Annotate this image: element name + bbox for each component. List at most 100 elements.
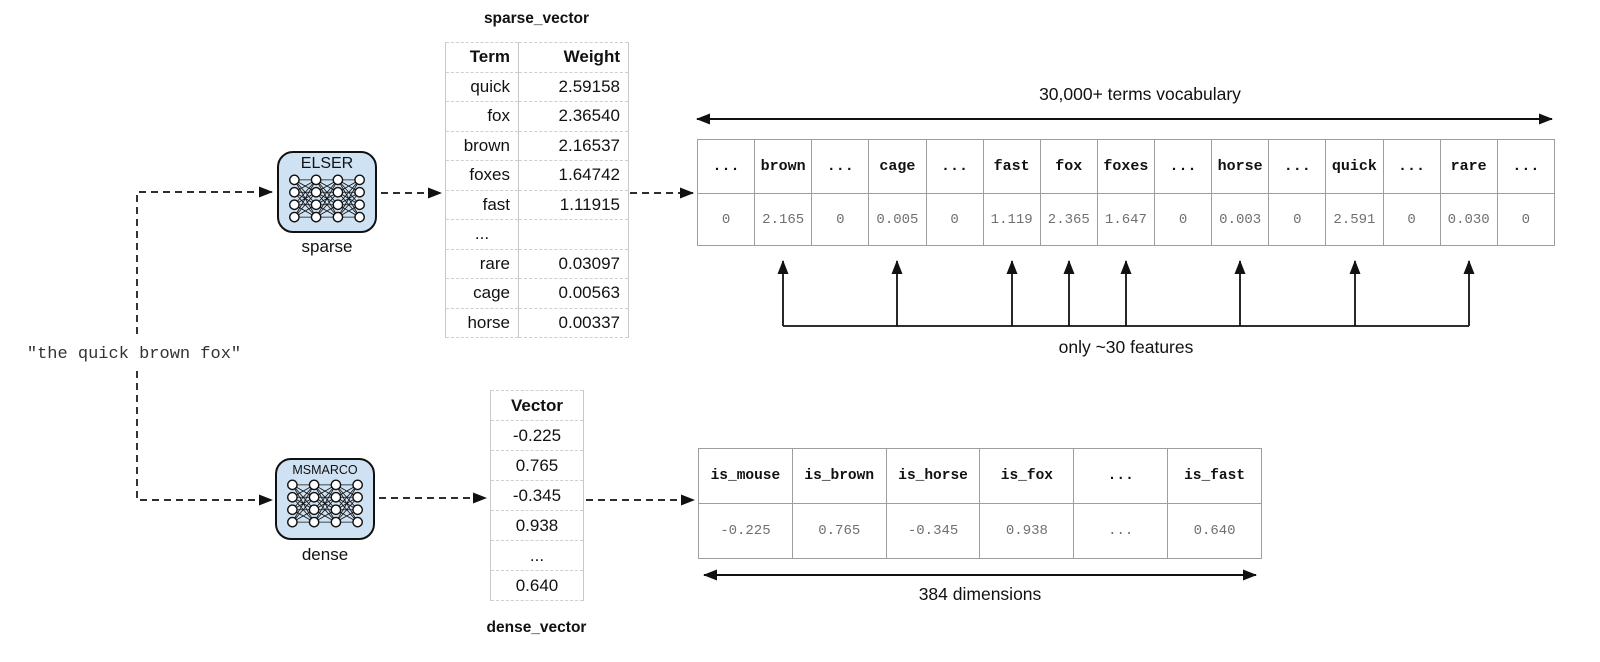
column-header-weight: Weight [518,42,629,73]
table-row: ... [445,219,629,250]
dims-header-cell: is_brown [791,448,887,504]
vocab-header-row: ... brown ... cage ... fast fox foxes ..… [696,139,1556,194]
vocab-value-cell: 2.591 [1325,193,1384,246]
dims-value-cell: 0.640 [1167,503,1262,559]
vocab-header-cell: brown [754,139,813,194]
term-cell: horse [445,307,519,338]
term-cell: cage [445,278,519,309]
weight-cell: 0.00337 [518,307,629,338]
table-row: quick 2.59158 [445,71,629,102]
vocab-header-cell: ... [1153,139,1213,194]
term-cell: fox [445,101,519,132]
table-row: foxes 1.64742 [445,160,629,191]
term-cell: brown [445,130,519,161]
weight-cell: 1.64742 [518,160,629,191]
neural-network-icon [289,174,365,223]
dims-value-cell: -0.225 [698,503,793,559]
term-cell: foxes [445,160,519,191]
dims-value-row: -0.225 0.765 -0.345 0.938 ... 0.640 [698,503,1262,559]
dims-value-cell: ... [1073,503,1169,559]
table-row: brown 2.16537 [445,130,629,161]
elser-model-box: ELSER [277,151,377,233]
sparse-model-label: sparse [301,237,353,256]
term-cell: rare [445,248,519,279]
table-row: -0.345 [490,480,584,511]
dense-model-label: dense [301,545,349,564]
vocab-annotation-top: 30,000+ terms vocabulary [1039,84,1241,104]
vocab-header-cell: rare [1439,139,1498,194]
vocab-table: ... brown ... cage ... fast fox foxes ..… [696,139,1556,246]
dimensions-table: is_mouse is_brown is_horse is_fox ... is… [698,448,1262,559]
msmarco-model-name: MSMARCO [292,463,358,477]
weight-cell: 2.16537 [518,130,629,161]
dense-vector-title: dense_vector [486,619,587,636]
dims-value-cell: 0.765 [791,503,887,559]
dims-header-cell: is_fast [1167,448,1262,504]
weight-cell [518,219,629,250]
dims-annotation-bottom: 384 dimensions [918,584,1042,604]
table-row: horse 0.00337 [445,307,629,338]
vector-value-cell: 0.938 [490,510,584,541]
table-row: 0.938 [490,510,584,541]
weight-cell: 2.36540 [518,101,629,132]
vocab-value-cell: 0.005 [868,193,927,246]
vocab-annotation-bottom: only ~30 features [1058,337,1194,357]
arrow-input-to-msmarco [136,371,273,506]
vocab-header-cell: ... [1268,139,1327,194]
vector-value-cell: 0.640 [490,570,584,601]
vocab-value-cell: 0 [811,193,870,246]
term-cell: fast [445,189,519,220]
vocab-value-cell: 0 [925,193,984,246]
vocab-header-cell: ... [696,139,756,194]
vector-value-cell: -0.345 [490,480,584,511]
dims-header-cell: is_mouse [698,448,793,504]
elser-model-name: ELSER [300,155,354,172]
vocab-value-cell: 2.365 [1039,193,1098,246]
term-cell: quick [445,71,519,102]
vocab-value-cell: 2.165 [754,193,813,246]
vocab-value-row: 0 2.165 0 0.005 0 1.119 2.365 1.647 0 0.… [696,193,1556,246]
vocab-header-cell: ... [1496,139,1556,194]
dims-value-cell: -0.345 [885,503,981,559]
table-row: Vector [490,390,584,421]
vocab-value-cell: 0.030 [1439,193,1498,246]
dims-header-row: is_mouse is_brown is_horse is_fox ... is… [698,448,1262,504]
table-row: fast 1.11915 [445,189,629,220]
vector-value-cell: -0.225 [490,420,584,451]
vocab-header-cell: fast [982,139,1041,194]
vocab-header-cell: foxes [1096,139,1156,194]
table-row: 0.640 [490,570,584,601]
sparse-vector-title: sparse_vector [483,10,590,27]
vocab-value-cell: 1.647 [1096,193,1156,246]
feature-arrows [777,260,1475,327]
vocab-header-cell: ... [811,139,870,194]
dims-header-cell: ... [1073,448,1169,504]
dims-header-cell: is_horse [885,448,981,504]
vocab-header-cell: quick [1325,139,1384,194]
table-row: rare 0.03097 [445,248,629,279]
vocab-value-cell: 0.003 [1211,193,1270,246]
vocab-header-cell: cage [868,139,927,194]
column-header-term: Term [445,42,519,73]
sparse-vector-table: Term Weight quick 2.59158 fox 2.36540 br… [445,42,629,338]
table-row: cage 0.00563 [445,278,629,309]
vocab-value-cell: 0 [1496,193,1556,246]
table-row: Term Weight [445,42,629,73]
msmarco-model-box: MSMARCO [275,458,375,540]
vocab-header-cell: horse [1211,139,1270,194]
arrow-input-to-elser [136,186,273,334]
table-row: -0.225 [490,420,584,451]
weight-cell: 0.00563 [518,278,629,309]
vocab-value-cell: 1.119 [982,193,1041,246]
dims-value-cell: 0.938 [979,503,1075,559]
vocab-header-cell: fox [1039,139,1098,194]
vocab-header-cell: ... [925,139,984,194]
weight-cell: 2.59158 [518,71,629,102]
dims-header-cell: is_fox [979,448,1075,504]
table-row: fox 2.36540 [445,101,629,132]
weight-cell: 0.03097 [518,248,629,279]
ellipsis-cell: ... [445,219,519,250]
vector-value-cell: 0.765 [490,450,584,481]
